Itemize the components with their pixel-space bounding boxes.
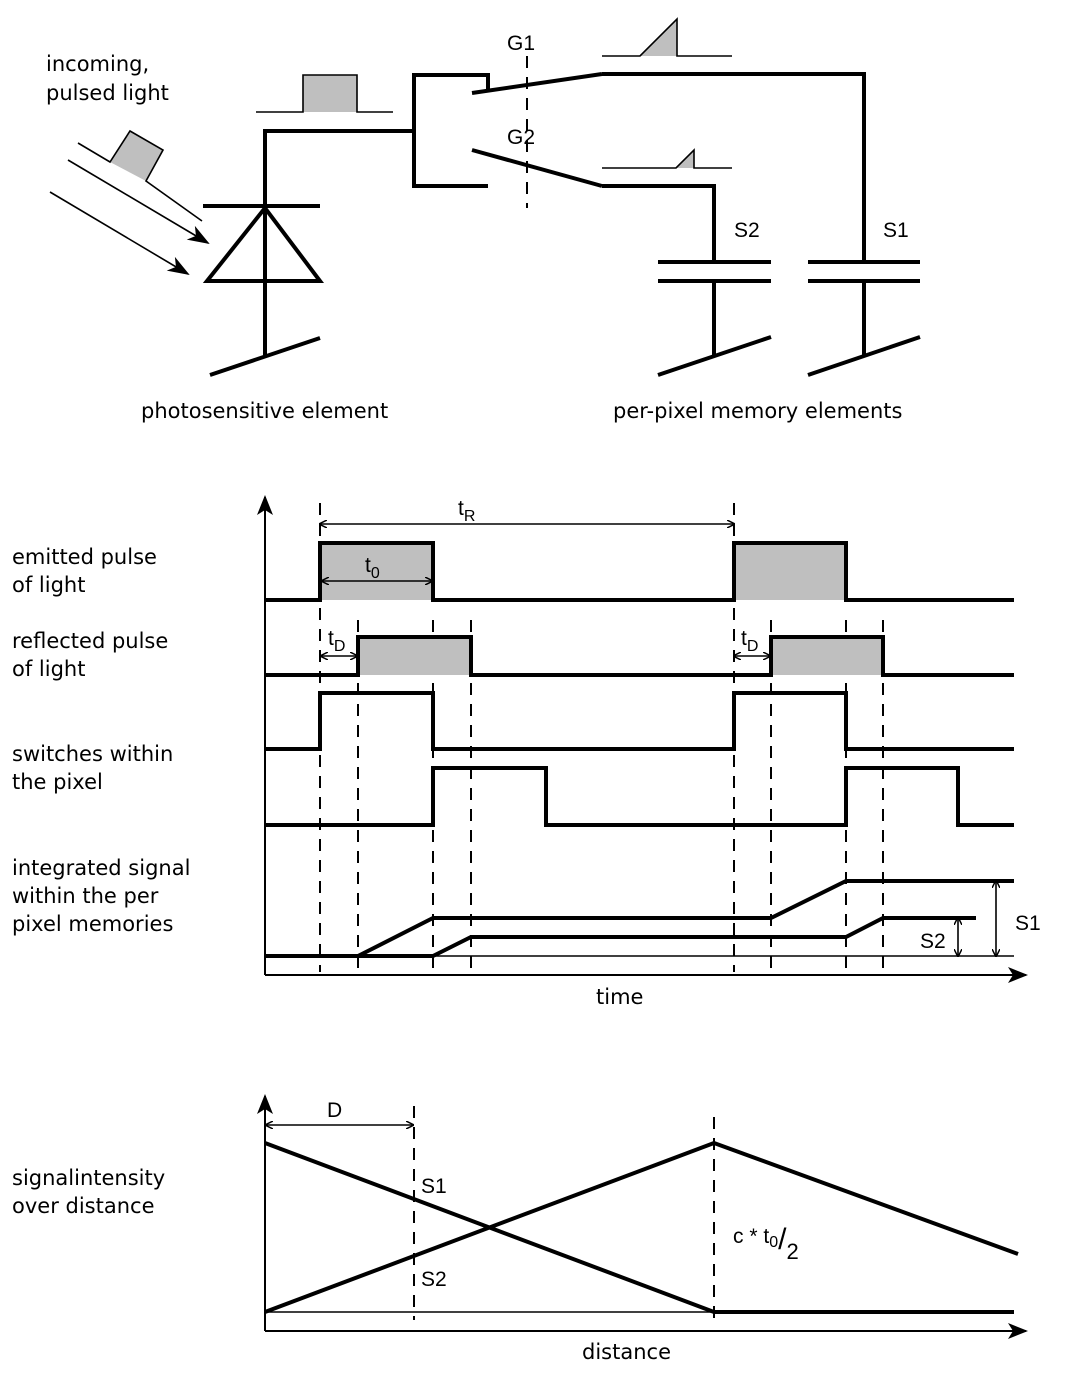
S2-distance-label: S2 [421,1268,447,1291]
switch-g1 [471,72,603,95]
timing-row-label: pixel memories [12,912,173,936]
timing-row-label: integrated signal [12,856,190,880]
D-label: D [327,1099,342,1122]
distance-series [264,1140,1019,1314]
distance-x-axis-label: distance [582,1340,671,1364]
waveform-reflected-pulse-of-light [265,635,1014,677]
distance-row-label: signalintensity [12,1166,165,1190]
tD-label-2: tD [741,627,758,655]
waveforms [265,541,1014,958]
gate-g1-label: G1 [507,32,535,55]
switch-g2 [471,148,603,188]
incoming-light-label-2: pulsed light [46,81,169,105]
capacitor-s1-icon [807,260,921,377]
waveform-emitted-pulse-of-light [265,541,1014,602]
timing-row-label: of light [12,573,85,597]
t0-label: t0 [365,554,380,582]
pulse-fill [734,543,846,600]
waveform-s2-integrated [265,916,976,958]
timing-row-label: reflected pulse [12,629,168,653]
capacitor-s1-label: S1 [883,219,909,242]
distance-row-label-2: over distance [12,1194,155,1218]
pulse-symbol-icon [256,74,393,113]
tD-label-1: tD [328,627,345,655]
S1-timing-label: S1 [1015,912,1041,935]
ramp-symbol-s2-icon [602,148,732,169]
timing-row-label: the pixel [12,770,103,794]
capacitor-s2-label: S2 [734,219,760,242]
timing-row-label: within the per [12,884,159,908]
S1-distance-label: S1 [421,1175,447,1198]
ramp-symbol-s1-icon [602,17,732,57]
pulse-fill [320,543,433,600]
timing-row-label: switches within [12,742,173,766]
circuit-section: incoming, pulsed light [46,17,921,423]
timing-row-label: emitted pulse [12,545,157,569]
pulse-fill [358,637,471,675]
timing-row-labels: emitted pulse of light reflected pulse of l… [12,545,190,936]
distance-plot: signalintensity over distance distance D… [12,1094,1028,1364]
capacitor-s2-icon [657,260,772,377]
distance-series-s1 [264,1141,1014,1314]
timing-diagram: emitted pulse of light reflected pulse of l… [12,495,1041,1009]
waveform-switch-g1 [265,691,1014,751]
pulse-fill [771,637,883,675]
switch-network: G1 G2 [412,32,866,262]
S2-timing-label: S2 [920,930,946,953]
incoming-light-icon [49,129,210,276]
memory-elements-label: per-pixel memory elements [613,399,902,423]
waveform-switch-g2 [265,766,1014,827]
timing-x-axis-label: time [596,985,643,1009]
tR-label: tR [458,497,475,525]
c-t0-over-2-label: c * t0/2 [733,1223,799,1264]
pulse-fills [320,543,883,675]
photodiode-icon [202,129,414,377]
incoming-light-label: incoming, [46,52,149,76]
photosensitive-element-label: photosensitive element [141,399,388,423]
timing-row-label: of light [12,657,85,681]
distance-series-s2 [264,1140,1019,1314]
gate-g2-label: G2 [507,126,535,149]
